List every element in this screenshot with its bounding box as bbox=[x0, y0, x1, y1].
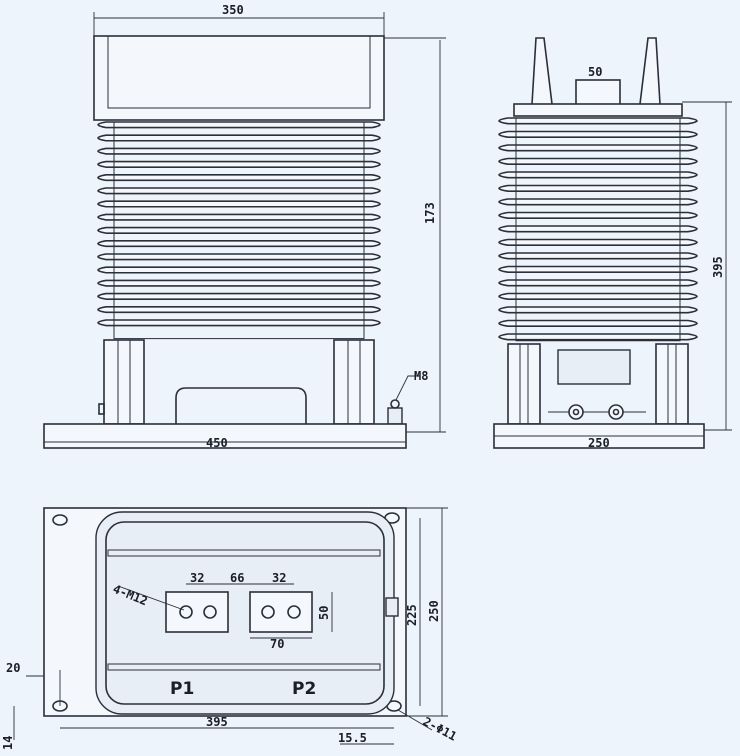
side-fin bbox=[498, 171, 698, 179]
front-leg-left bbox=[103, 339, 145, 425]
side-fins bbox=[498, 117, 698, 342]
front-fin bbox=[97, 240, 381, 248]
front-fin bbox=[97, 160, 381, 168]
dim-inner-height: 225 bbox=[405, 604, 419, 626]
front-fin bbox=[97, 292, 381, 300]
front-top-window bbox=[107, 35, 371, 109]
front-fin bbox=[97, 147, 381, 155]
front-view: 350 173 450 M8 bbox=[43, 3, 446, 450]
plan-ground-bolt bbox=[385, 597, 399, 617]
dim-bottom-offset: 14 bbox=[1, 736, 15, 750]
front-fin bbox=[97, 266, 381, 274]
plan-bottom-rail bbox=[107, 663, 381, 671]
plan-body-inner bbox=[105, 521, 385, 705]
side-base-label: 250 bbox=[588, 436, 610, 450]
side-terminal-box bbox=[575, 79, 621, 107]
front-opening bbox=[175, 387, 307, 424]
side-fin bbox=[498, 130, 698, 138]
hole-leader bbox=[117, 585, 185, 611]
slot-callout: 2-Φ11 bbox=[421, 714, 459, 743]
terminal-hole-3 bbox=[261, 605, 275, 619]
side-top-band bbox=[513, 103, 683, 117]
ground-leader bbox=[395, 375, 420, 401]
front-fin bbox=[97, 200, 381, 208]
side-fin bbox=[498, 265, 698, 273]
terminal-plate-right bbox=[249, 591, 313, 633]
side-fin bbox=[498, 117, 698, 125]
front-fin bbox=[97, 306, 381, 314]
side-lug-right bbox=[639, 37, 661, 105]
side-fin bbox=[498, 333, 698, 341]
side-fin bbox=[498, 252, 698, 260]
side-fin bbox=[498, 184, 698, 192]
primary-terminal-p2: P2 bbox=[292, 679, 316, 699]
dim-edge-offset: 15.5 bbox=[338, 731, 367, 745]
front-fin bbox=[97, 174, 381, 182]
front-core bbox=[113, 121, 365, 340]
terminal-plate-left bbox=[165, 591, 229, 633]
plan-body-outer bbox=[95, 511, 395, 715]
front-fin bbox=[97, 226, 381, 234]
front-fin bbox=[97, 213, 381, 221]
side-fin bbox=[498, 225, 698, 233]
side-fin bbox=[498, 279, 698, 287]
primary-terminal-p1: P1 bbox=[170, 679, 194, 699]
dim-width-top-label: 350 bbox=[222, 3, 244, 17]
dim-left-offset: 20 bbox=[6, 661, 20, 675]
side-fin bbox=[498, 211, 698, 219]
side-terminal-1-core bbox=[572, 408, 580, 416]
side-fin bbox=[498, 157, 698, 165]
front-leg-right bbox=[333, 339, 375, 425]
ground-bolt-label: M8 bbox=[414, 369, 428, 383]
mount-slot-top-left bbox=[52, 514, 68, 526]
side-fin bbox=[498, 238, 698, 246]
terminal-hole-4 bbox=[287, 605, 301, 619]
side-terminal-2 bbox=[608, 404, 624, 420]
dim-spacing-a: 32 bbox=[190, 571, 204, 585]
terminal-hole-2 bbox=[203, 605, 217, 619]
side-nameplate bbox=[557, 349, 631, 385]
dim-height-label: 173 bbox=[423, 202, 437, 224]
front-fins bbox=[97, 121, 381, 340]
front-fin bbox=[97, 319, 381, 327]
side-leg-left bbox=[507, 343, 541, 425]
side-terminal-spacing: 50 bbox=[588, 65, 602, 79]
side-height-label: 395 bbox=[711, 256, 725, 278]
front-top-cap bbox=[93, 35, 385, 121]
front-fin bbox=[97, 279, 381, 287]
front-fin bbox=[97, 253, 381, 261]
front-fin bbox=[97, 121, 381, 129]
side-terminal-2-core bbox=[612, 408, 620, 416]
front-fin bbox=[97, 134, 381, 142]
dim-mount-spacing: 395 bbox=[206, 715, 228, 729]
front-side-tab bbox=[98, 403, 105, 415]
dim-terminal-height: 50 bbox=[317, 606, 331, 620]
dim-spacing-b: 32 bbox=[272, 571, 286, 585]
front-fin bbox=[97, 187, 381, 195]
front-base bbox=[43, 423, 407, 449]
side-leg-right bbox=[655, 343, 689, 425]
side-view: 50 395 250 bbox=[493, 37, 732, 450]
side-fin bbox=[498, 292, 698, 300]
ground-bolt bbox=[387, 407, 403, 425]
terminal-hole-1 bbox=[179, 605, 193, 619]
side-fin bbox=[498, 306, 698, 314]
dim-spacing-mid: 66 bbox=[230, 571, 244, 585]
side-fin bbox=[498, 144, 698, 152]
plan-view: 32 66 32 4-M12 50 70 P1 P2 225 250 20 14… bbox=[1, 507, 459, 750]
dim-terminal-width: 70 bbox=[270, 637, 284, 651]
plan-top-rail bbox=[107, 549, 381, 557]
side-lug-left bbox=[531, 37, 553, 105]
ground-bolt-head bbox=[390, 399, 400, 409]
side-fin bbox=[498, 198, 698, 206]
side-core bbox=[515, 117, 681, 342]
side-fin bbox=[498, 319, 698, 327]
dim-base-label: 450 bbox=[206, 436, 228, 450]
side-terminal-1 bbox=[568, 404, 584, 420]
dim-outer-height: 250 bbox=[427, 600, 441, 622]
slot-leader bbox=[397, 709, 433, 731]
